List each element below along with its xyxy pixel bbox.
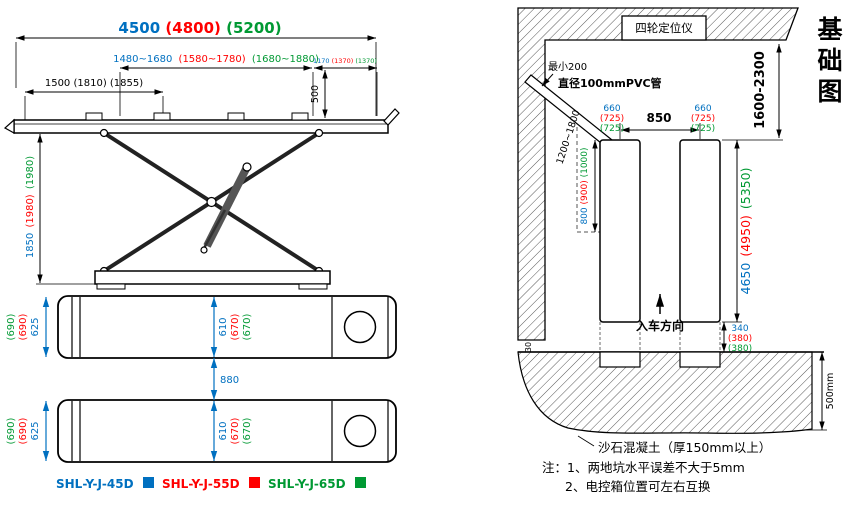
foundation-title: 基础图	[814, 16, 843, 109]
dim-rear-55: (1370)	[332, 57, 354, 65]
dim-platform-65: (1680~1880)	[252, 54, 319, 65]
platform-1-hole	[343, 310, 377, 344]
platform-2	[57, 399, 397, 463]
lift-base	[94, 270, 331, 285]
dim-platform-length: 1480~1680 (1580~1780) (1680~1880)	[113, 54, 319, 65]
dim-lift-height-65: (1980)	[25, 156, 36, 189]
concrete-label: 沙石混凝土（厚150mm以上）	[598, 440, 771, 455]
dim-inner-55-p1: (670)	[230, 313, 241, 340]
conduit-dashed	[576, 127, 600, 233]
platform-2-hole	[343, 414, 377, 448]
pit-width-right-65: (725)	[691, 124, 715, 134]
platform-1	[57, 295, 397, 359]
legend-label-65d: SHL-Y-J-65D	[268, 477, 346, 491]
note-line-1: 注：1、两地坑水平误差不大于5mm	[542, 460, 745, 475]
pit-width-left-55: (725)	[600, 114, 624, 124]
pit-length-65: (5350)	[738, 168, 753, 210]
depth-label: 500mm	[825, 373, 836, 410]
dim-inner-55-p2: (670)	[230, 417, 241, 444]
plan-view-dimension-lines	[42, 297, 218, 461]
box-depth-label: 800 (900) (1000)	[580, 147, 590, 224]
rear-edge-65: (380)	[728, 344, 752, 354]
dim-rear-65: (1370)	[355, 57, 377, 65]
drive-direction-label: 入车方向	[636, 318, 684, 333]
dim-center-gap: 880	[220, 375, 239, 386]
note-line-2: 2、电控箱位置可左右互换	[565, 479, 711, 494]
wall-distance-label: 1600-2300	[753, 51, 768, 129]
pit-notch-right	[679, 351, 721, 368]
pit-length-55: (4950)	[738, 215, 753, 257]
pit-width-right-45: 660	[694, 104, 711, 114]
foundation-plan: 四轮定位仪 最小200 直径100mmPVC管 1200~1800 1600	[517, 7, 836, 494]
foundation-dimension-lines	[541, 44, 783, 352]
pit-spacing-label: 850	[646, 111, 671, 125]
right-flap	[383, 108, 400, 126]
dim-width-45-p1: 625	[30, 317, 41, 336]
plan-view: (690) (690) 625 610 (670) (670) 880 (690…	[6, 295, 397, 463]
wall-gap-label: 30	[524, 342, 533, 352]
dim-inner-45-p1: 610	[218, 317, 229, 336]
wheel-aligner-box	[621, 15, 707, 41]
legend-label-55d: SHL-Y-J-55D	[162, 477, 240, 491]
dim-rear-45: 1170	[313, 57, 330, 65]
box-depth-65: (1000)	[580, 147, 590, 177]
dim-min-height: 500	[310, 85, 321, 103]
pit-left	[599, 139, 641, 323]
legend-swatch-65d	[355, 477, 366, 488]
dim-width-55-p1: (690)	[18, 313, 29, 340]
side-view-dimension-lines	[15, 35, 378, 285]
model-legend: SHL-Y-J-45D SHL-Y-J-55D SHL-Y-J-65D	[56, 477, 366, 491]
legend-swatch-45d	[143, 477, 154, 488]
box-depth-55: (900)	[580, 180, 590, 204]
legend-label-45d: SHL-Y-J-45D	[56, 477, 134, 491]
min-clearance-label: 最小200	[548, 61, 587, 73]
pit-width-left-45: 660	[603, 104, 620, 114]
wheel-aligner-label: 四轮定位仪	[635, 21, 693, 35]
pit-length-label: 4650 (4950) (5350)	[738, 168, 753, 295]
pit-projection-dashed	[599, 322, 721, 352]
dim-platform-55: (1580~1780)	[179, 54, 246, 65]
dim-lift-height-55: (1980)	[25, 194, 36, 227]
pit-width-right-55: (725)	[691, 114, 715, 124]
dim-inner-65-p2: (670)	[242, 417, 253, 444]
side-view: 4500 (4800) (5200) 1480~1680 (1580~1780)…	[3, 19, 400, 290]
concrete-section	[517, 351, 813, 434]
dim-width-55-p2: (690)	[18, 417, 29, 444]
dim-lift-height: 1850 (1980) (1980)	[25, 156, 36, 258]
dim-front-length: 1500 (1810) (1855)	[45, 78, 143, 89]
dim-overall-55: (4800)	[165, 19, 220, 37]
legend-swatch-55d	[249, 477, 260, 488]
dim-width-65-p2: (690)	[6, 417, 17, 444]
left-ramp	[3, 118, 15, 135]
dim-platform-45: 1480~1680	[113, 54, 172, 65]
dim-rear-length: 1170 (1370) (1370)	[313, 57, 377, 65]
dim-lift-height-45: 1850	[25, 233, 36, 258]
dim-width-65-p1: (690)	[6, 313, 17, 340]
rear-edge-55: (380)	[728, 334, 752, 344]
dim-overall-45: 4500	[118, 19, 160, 37]
dim-overall-65: (5200)	[226, 19, 281, 37]
dim-overall-length: 4500 (4800) (5200)	[118, 19, 281, 37]
pvc-pipe-label: 直径100mmPVC管	[558, 76, 662, 90]
dim-inner-45-p2: 610	[218, 421, 229, 440]
wall-hatched	[517, 7, 799, 341]
pit-right	[679, 139, 721, 323]
box-depth-45: 800	[580, 207, 590, 224]
dim-width-45-p2: 625	[30, 421, 41, 440]
scissor-lift-drawing	[3, 108, 400, 290]
pit-notch-left	[599, 351, 641, 368]
pipe-length-label: 1200~1800	[555, 109, 583, 166]
rear-edge-45: 340	[731, 324, 748, 334]
pit-width-left-65: (725)	[600, 124, 624, 134]
dim-inner-65-p1: (670)	[242, 313, 253, 340]
lift-platform	[13, 119, 389, 134]
pit-length-45: 4650	[738, 263, 753, 295]
